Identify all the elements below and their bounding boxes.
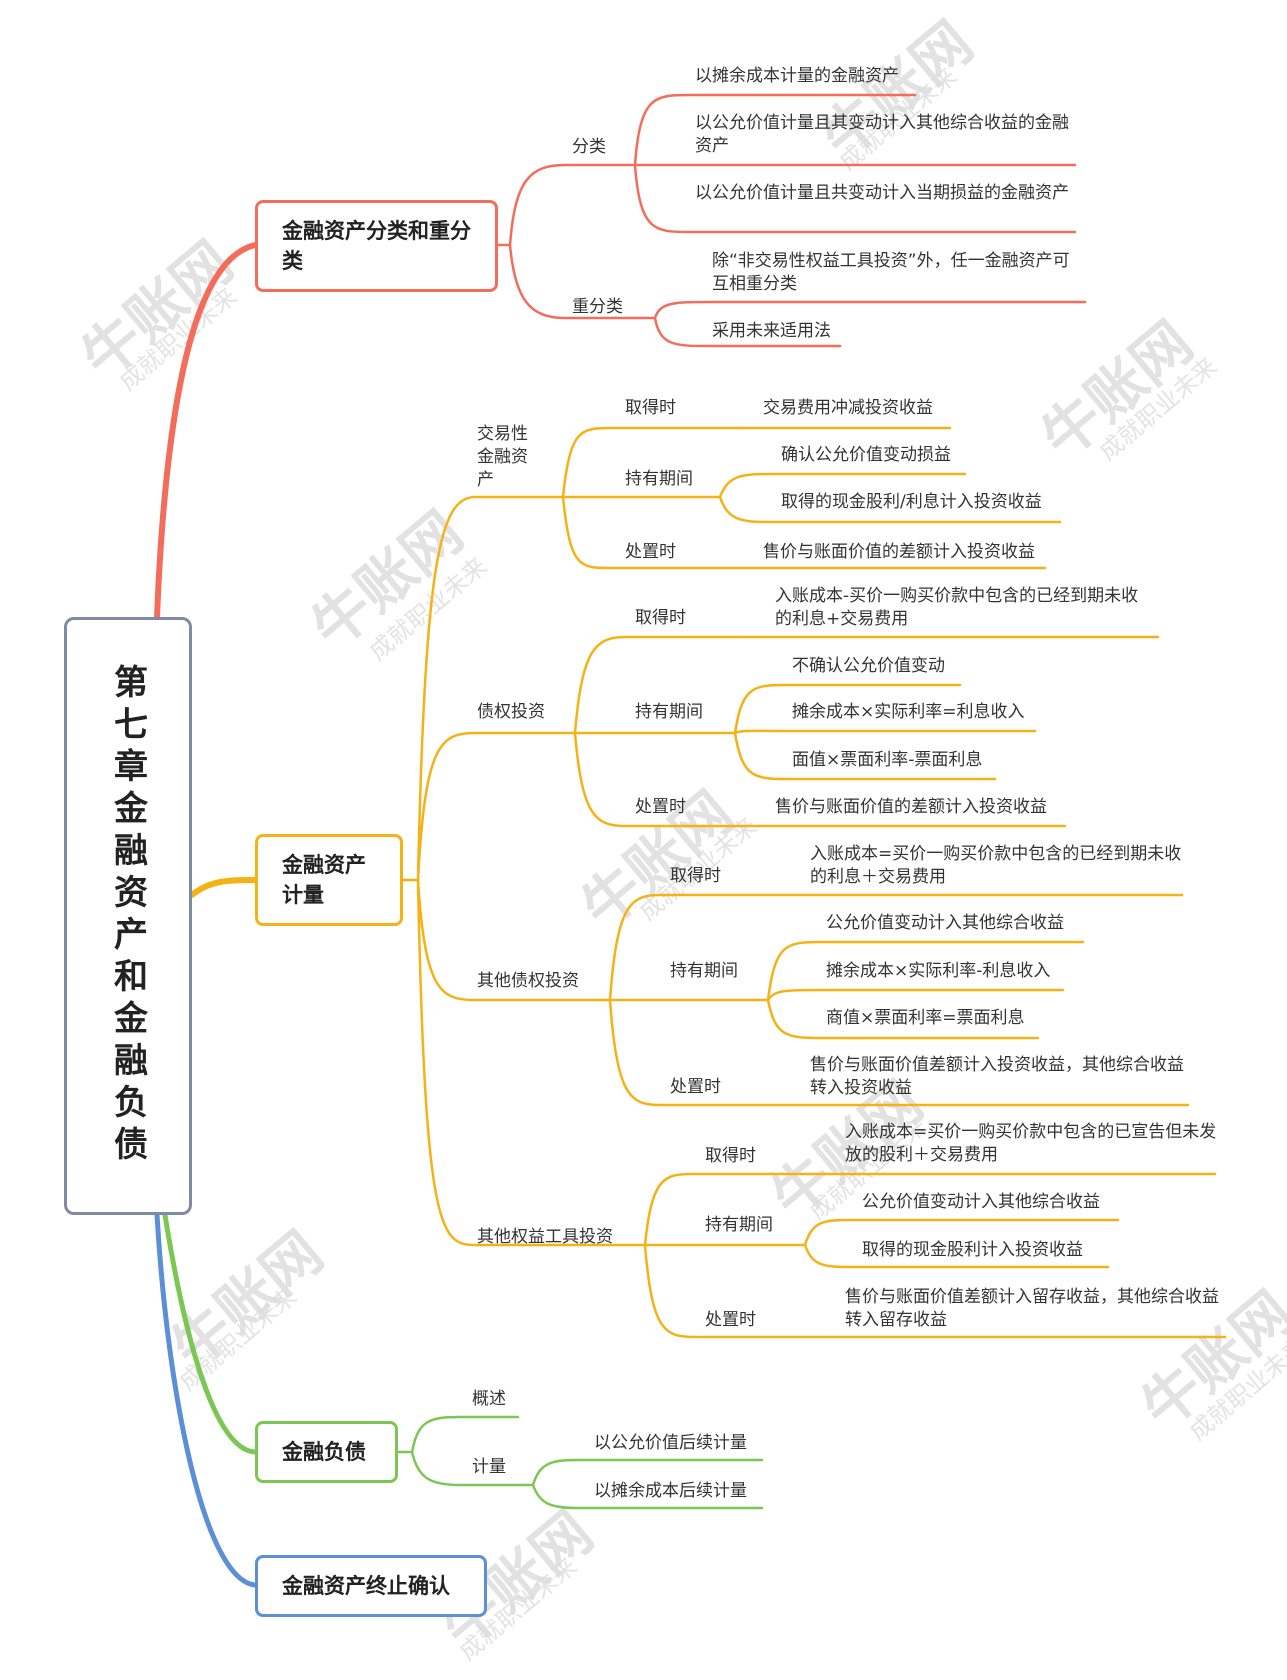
label-chongfenlei: 重分类 bbox=[572, 297, 623, 317]
node-classification[interactable]: 金融资产分类和重分类 bbox=[255, 200, 498, 292]
label-dispose: 处置时 bbox=[670, 1077, 721, 1097]
label-holding: 持有期间 bbox=[625, 469, 693, 489]
leaf-text: 以摊余成本计量的金融资产 bbox=[695, 66, 899, 86]
leaf-text: 售价与账面价值差额计入投资收益，其他综合收益转入投资收益 bbox=[810, 1055, 1184, 1098]
leaf-text: 取得的现金股利计入投资收益 bbox=[862, 1240, 1083, 1260]
leaf-text: 以公允价值计量且其变动计入其他综合收益的金融资产 bbox=[695, 113, 1069, 156]
leaf-text: 不确认公允价值变动 bbox=[792, 656, 945, 676]
branch-line-red bbox=[154, 242, 258, 620]
leaf-text: 以公允价值计量且共变动计入当期损益的金融资产 bbox=[695, 183, 1069, 203]
leaf-text: 公允价值变动计入其他综合收益 bbox=[826, 913, 1064, 933]
label-acquire: 取得时 bbox=[705, 1146, 756, 1166]
label-acquire: 取得时 bbox=[670, 866, 721, 886]
leaf-text: 入账成本=买价一购买价款中包含的已经到期未收的利息＋交易费用 bbox=[810, 844, 1182, 887]
node-measurement-title: 金融资产计量 bbox=[282, 853, 366, 907]
node-classification-title: 金融资产分类和重分类 bbox=[282, 219, 471, 273]
label-trading: 交易性金融资产 bbox=[477, 424, 528, 490]
label-holding: 持有期间 bbox=[670, 961, 738, 981]
label-fenlei: 分类 bbox=[572, 137, 606, 157]
node-liabilities-title: 金融负债 bbox=[282, 1440, 366, 1464]
leaf-text: 商值×票面利率=票面利息 bbox=[826, 1008, 1025, 1028]
label-overview: 概述 bbox=[472, 1389, 506, 1409]
label-acquire: 取得时 bbox=[635, 608, 686, 628]
label-dispose: 处置时 bbox=[625, 542, 676, 562]
root-title: 第七章金融资产和金融负债 bbox=[107, 664, 148, 1168]
node-measurement[interactable]: 金融资产计量 bbox=[255, 834, 403, 926]
label-otherequity: 其他权益工具投资 bbox=[477, 1227, 613, 1247]
label-holding: 持有期间 bbox=[635, 702, 703, 722]
node-liabilities[interactable]: 金融负债 bbox=[255, 1421, 398, 1483]
label-debt: 债权投资 bbox=[477, 702, 545, 722]
leaf-text: 采用未来适用法 bbox=[712, 321, 831, 341]
branch-line-orange bbox=[189, 877, 258, 898]
label-holding: 持有期间 bbox=[705, 1215, 773, 1235]
root-node[interactable]: 第七章金融资产和金融负债 bbox=[64, 617, 192, 1215]
node-derecognition-title: 金融资产终止确认 bbox=[282, 1574, 450, 1598]
label-otherdebt: 其他债权投资 bbox=[477, 971, 579, 991]
leaf-text: 售价与账面价值的差额计入投资收益 bbox=[763, 542, 1035, 562]
leaf-text: 摊余成本×实际利率-利息收入 bbox=[826, 961, 1051, 981]
leaf-text: 售价与账面价值差额计入留存收益，其他综合收益转入留存收益 bbox=[845, 1287, 1219, 1330]
label-measure: 计量 bbox=[472, 1457, 506, 1477]
leaf-text: 除“非交易性权益工具投资”外，任一金融资产可互相重分类 bbox=[712, 251, 1070, 294]
leaf-text: 取得的现金股利/利息计入投资收益 bbox=[781, 492, 1042, 512]
leaf-text: 交易费用冲减投资收益 bbox=[763, 398, 933, 418]
branch-line-green bbox=[162, 1212, 258, 1455]
label-dispose: 处置时 bbox=[705, 1310, 756, 1330]
leaf-text: 以摊余成本后续计量 bbox=[594, 1481, 747, 1501]
leaf-text: 以公允价值后续计量 bbox=[594, 1433, 747, 1453]
leaf-text: 公允价值变动计入其他综合收益 bbox=[862, 1192, 1100, 1212]
label-dispose: 处置时 bbox=[635, 797, 686, 817]
leaf-text: 售价与账面价值的差额计入投资收益 bbox=[775, 797, 1047, 817]
node-derecognition[interactable]: 金融资产终止确认 bbox=[255, 1555, 487, 1617]
leaf-text: 入账成本-买价一购买价款中包含的已经到期未收的利息+交易费用 bbox=[775, 586, 1139, 629]
leaf-text: 入账成本=买价一购买价款中包含的已宣告但未发放的股利＋交易费用 bbox=[845, 1122, 1217, 1165]
leaf-text: 确认公允价值变动损益 bbox=[781, 445, 951, 465]
leaf-text: 摊余成本×实际利率=利息收入 bbox=[792, 702, 1025, 722]
label-acquire: 取得时 bbox=[625, 398, 676, 418]
branch-line-blue bbox=[154, 1212, 258, 1588]
leaf-text: 面值×票面利率-票面利息 bbox=[792, 750, 983, 770]
